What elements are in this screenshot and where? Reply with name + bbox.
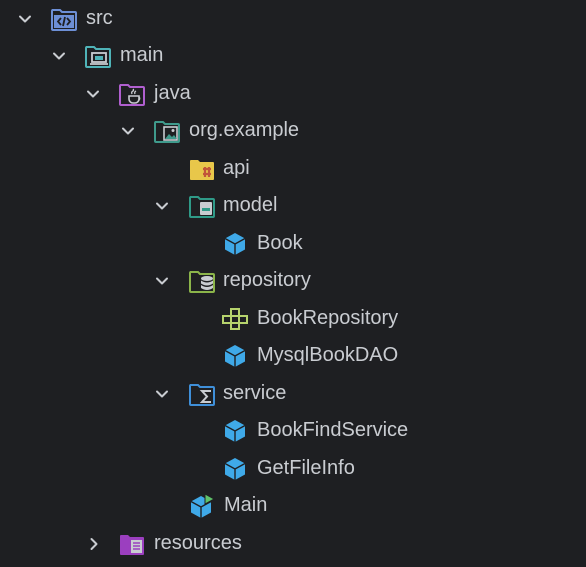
- tree-item-label: org.example: [189, 119, 300, 141]
- chevron-down-icon[interactable]: [154, 386, 170, 402]
- class-icon: [221, 343, 249, 369]
- chevron-down-icon[interactable]: [154, 198, 170, 214]
- tree-row-getfileinfo[interactable]: GetFileInfo: [0, 450, 586, 487]
- class-icon: [221, 456, 249, 482]
- package-folder-icon: [153, 118, 181, 144]
- tree-row-model[interactable]: model: [0, 187, 586, 224]
- class-icon: [221, 231, 249, 257]
- tree-row-bookfindservice[interactable]: BookFindService: [0, 412, 586, 449]
- tree-item-label: repository: [223, 269, 311, 291]
- tree-item-label: src: [86, 7, 113, 29]
- tree-item-label: Book: [257, 232, 303, 254]
- model-folder-icon: [188, 193, 216, 219]
- tree-item-label: GetFileInfo: [257, 457, 355, 479]
- module-folder-icon: [84, 43, 112, 69]
- tree-row-service[interactable]: service: [0, 375, 586, 412]
- chevron-down-icon[interactable]: [154, 273, 170, 289]
- tree-row-api[interactable]: api: [0, 150, 586, 187]
- chevron-down-icon[interactable]: [17, 11, 33, 27]
- chevron-down-icon[interactable]: [51, 48, 67, 64]
- java-source-root-icon: [118, 81, 146, 107]
- tree-row-org-example[interactable]: org.example: [0, 112, 586, 149]
- tree-item-label: main: [120, 44, 164, 66]
- tree-row-mysqlbookdao[interactable]: MysqlBookDAO: [0, 337, 586, 374]
- source-folder-icon: [50, 6, 78, 32]
- tree-row-java[interactable]: java: [0, 75, 586, 112]
- resources-folder-icon: [118, 531, 146, 557]
- tree-item-label: Main: [224, 494, 268, 516]
- chevron-down-icon[interactable]: [85, 86, 101, 102]
- tree-row-src[interactable]: src: [0, 0, 586, 37]
- service-folder-icon: [188, 381, 216, 407]
- tree-item-label: service: [223, 382, 287, 404]
- class-icon: [221, 418, 249, 444]
- tree-item-label: model: [223, 194, 278, 216]
- tree-item-label: java: [154, 82, 191, 104]
- tree-item-label: api: [223, 157, 250, 179]
- tree-row-book[interactable]: Book: [0, 225, 586, 262]
- tree-row-main[interactable]: main: [0, 37, 586, 74]
- repository-folder-icon: [188, 268, 216, 294]
- interface-icon: [221, 306, 249, 332]
- main-class-icon: [188, 493, 216, 519]
- tree-row-resources[interactable]: resources: [0, 525, 586, 562]
- chevron-down-icon[interactable]: [120, 123, 136, 139]
- tree-row-main-class[interactable]: Main: [0, 487, 586, 524]
- tree-item-label: BookFindService: [257, 419, 409, 441]
- tree-item-label: BookRepository: [257, 307, 399, 329]
- chevron-right-icon[interactable]: [86, 536, 102, 552]
- tree-row-bookrepository[interactable]: BookRepository: [0, 300, 586, 337]
- tree-row-repository[interactable]: repository: [0, 262, 586, 299]
- tree-item-label: resources: [154, 532, 242, 554]
- tree-item-label: MysqlBookDAO: [257, 344, 399, 366]
- api-folder-icon: [188, 156, 216, 182]
